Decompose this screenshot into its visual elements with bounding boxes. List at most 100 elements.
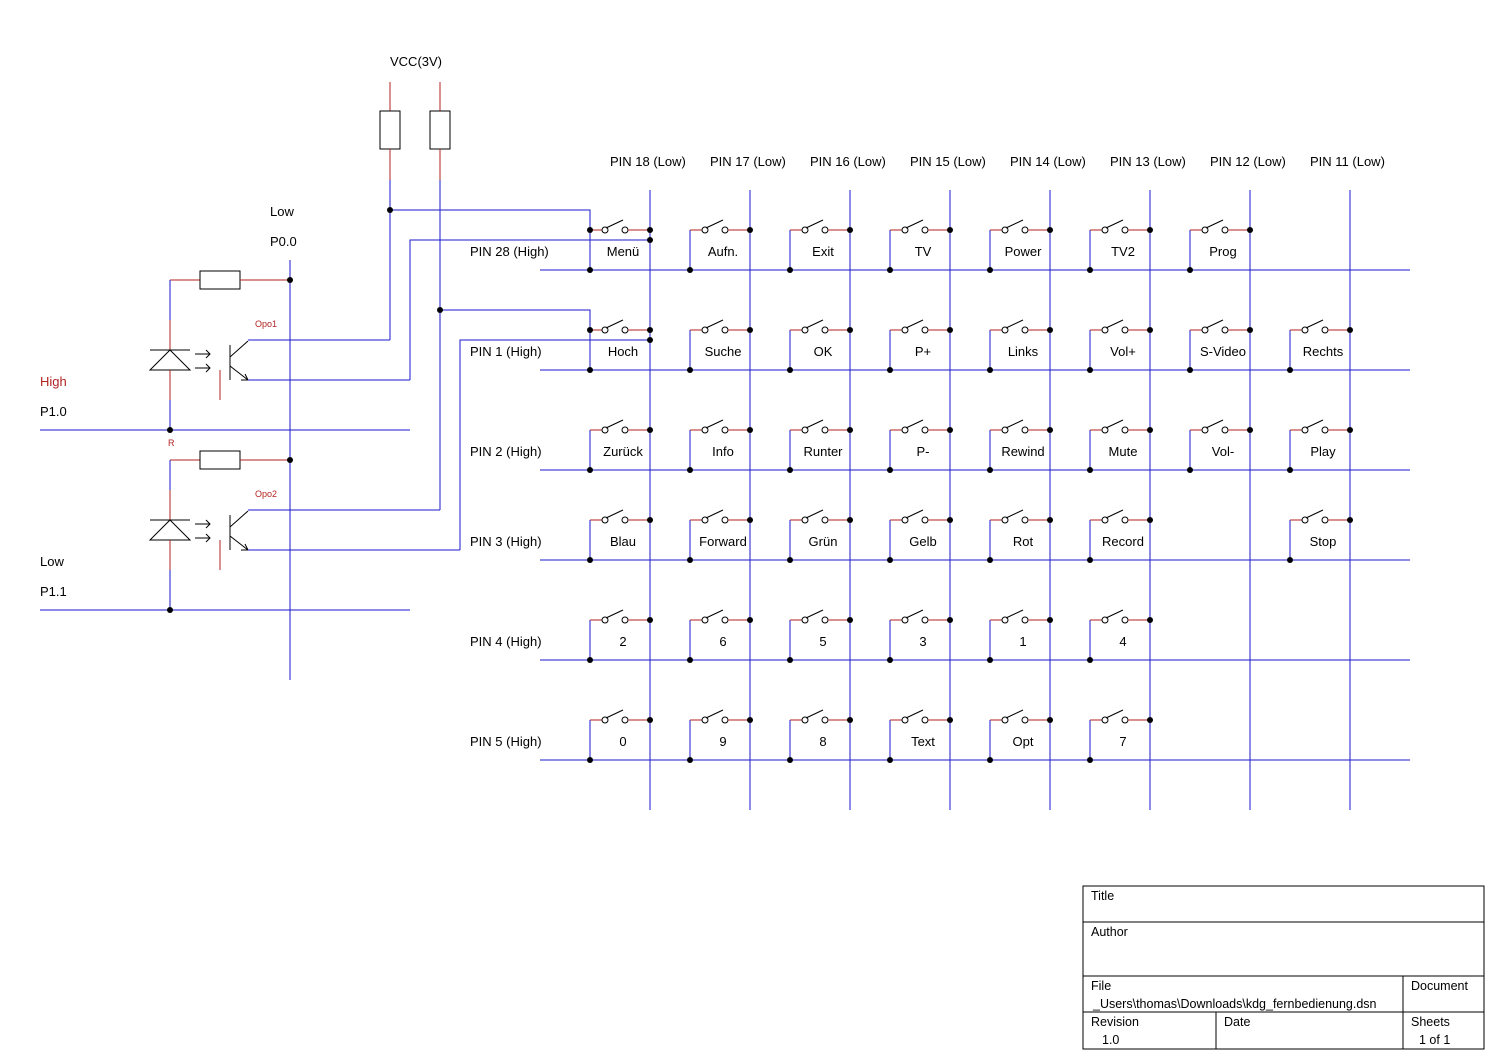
switch-contact — [1101, 616, 1109, 624]
junction-dot — [947, 517, 953, 523]
key-switch: Text — [887, 709, 953, 763]
switch-contact — [1021, 426, 1029, 434]
junction-dot — [647, 327, 653, 333]
switch-contact — [1121, 716, 1129, 724]
r-label: R — [168, 438, 175, 448]
switch-contact — [601, 716, 609, 724]
key-switch: Gelb — [887, 509, 953, 563]
key-label: 4 — [1119, 634, 1126, 649]
switch-contact — [901, 226, 909, 234]
key-switch: Runter — [787, 419, 853, 473]
junction-dot — [887, 267, 893, 273]
switch-contact — [921, 426, 929, 434]
junction-dot — [1147, 617, 1153, 623]
switch-lever — [605, 609, 624, 619]
junction-dot — [1087, 657, 1093, 663]
switch-lever — [705, 319, 724, 329]
key-switch: 4 — [1087, 609, 1153, 663]
switch-lever — [905, 219, 924, 229]
switch-lever — [705, 219, 724, 229]
junction-dot — [587, 657, 593, 663]
key-switch: 9 — [687, 709, 753, 763]
switch-lever — [605, 709, 624, 719]
sheets-value: 1 of 1 — [1419, 1033, 1450, 1047]
key-label: Blau — [610, 534, 636, 549]
junction-dot — [387, 207, 393, 213]
switch-contact — [701, 616, 709, 624]
switch-contact — [1221, 326, 1229, 334]
junction-dot — [647, 717, 653, 723]
junction-dot — [1147, 517, 1153, 523]
junction-dot — [1047, 617, 1053, 623]
switch-contact — [1101, 426, 1109, 434]
p00-label: P0.0 — [270, 234, 297, 249]
switch-contact — [1221, 426, 1229, 434]
key-switch: Mute — [1087, 419, 1153, 473]
junction-dot — [647, 517, 653, 523]
switch-contact — [1001, 516, 1009, 524]
junction-dot — [287, 277, 293, 283]
junction-dot — [1187, 467, 1193, 473]
key-label: Opt — [1013, 734, 1034, 749]
switch-lever — [1305, 319, 1324, 329]
junction-dot — [587, 757, 593, 763]
switch-contact — [1201, 226, 1209, 234]
switch-contact — [601, 226, 609, 234]
row-label: PIN 2 (High) — [470, 444, 542, 459]
key-switch: Grün — [787, 509, 853, 563]
opto2-label: Opo2 — [255, 489, 277, 499]
sheets-field-label: Sheets — [1411, 1015, 1450, 1029]
led-resistor-2 — [199, 450, 241, 470]
switch-contact — [721, 326, 729, 334]
key-switch: Aufn. — [687, 219, 753, 273]
switch-contact — [1021, 226, 1029, 234]
junction-dot — [847, 327, 853, 333]
switch-contact — [1121, 226, 1129, 234]
switch-lever — [1105, 709, 1124, 719]
key-label: Vol- — [1212, 444, 1234, 459]
key-label: TV2 — [1111, 244, 1135, 259]
document-field-label: Document — [1411, 979, 1468, 993]
switch-contact — [601, 616, 609, 624]
switch-contact — [821, 226, 829, 234]
p10-label: P1.0 — [40, 404, 67, 419]
junction-dot — [947, 617, 953, 623]
junction-dot — [647, 237, 653, 243]
key-label: Info — [712, 444, 734, 459]
switch-contact — [1001, 426, 1009, 434]
column-label: PIN 17 (Low) — [710, 154, 786, 169]
key-switch: TV2 — [1087, 219, 1153, 273]
opto1-label: Opo1 — [255, 319, 277, 329]
switch-lever — [605, 509, 624, 519]
junction-dot — [947, 227, 953, 233]
row-labels: PIN 28 (High)PIN 1 (High)PIN 2 (High)PIN… — [470, 244, 549, 749]
switch-contact — [921, 716, 929, 724]
switch-lever — [905, 509, 924, 519]
junction-dot — [167, 427, 173, 433]
switch-contact — [801, 616, 809, 624]
key-switch: Power — [987, 219, 1053, 273]
switch-lever — [1305, 419, 1324, 429]
junction-dot — [1047, 227, 1053, 233]
key-switch: 5 — [787, 609, 853, 663]
key-label: P- — [917, 444, 930, 459]
column-labels: PIN 18 (Low)PIN 17 (Low)PIN 16 (Low)PIN … — [610, 154, 1385, 169]
junction-dot — [787, 757, 793, 763]
switch-contact — [701, 226, 709, 234]
switch-contact — [821, 426, 829, 434]
switch-lever — [705, 509, 724, 519]
switch-contact — [901, 516, 909, 524]
key-label: Runter — [803, 444, 843, 459]
junction-dot — [287, 457, 293, 463]
junction-dot — [1047, 427, 1053, 433]
title-field-label: Title — [1091, 889, 1114, 903]
switch-contact — [1001, 226, 1009, 234]
junction-dot — [587, 227, 593, 233]
junction-dot — [747, 327, 753, 333]
junction-dot — [1247, 427, 1253, 433]
led-resistor-1 — [199, 270, 241, 290]
switch-contact — [1101, 516, 1109, 524]
switch-contact — [1101, 226, 1109, 234]
revision-value: 1.0 — [1102, 1033, 1119, 1047]
